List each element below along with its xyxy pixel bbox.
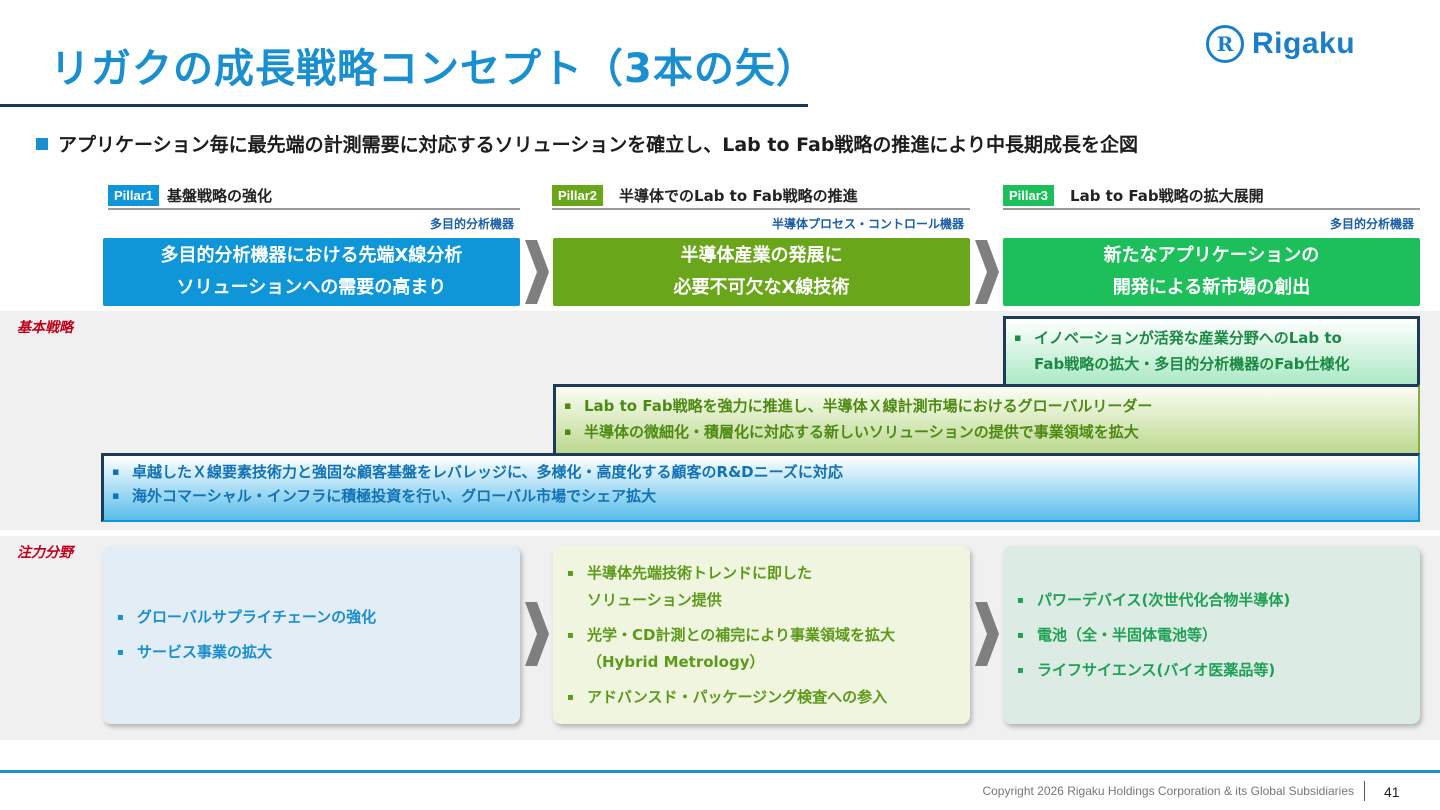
- page-number-divider: [1364, 781, 1365, 801]
- chevron-right-icon: [525, 602, 549, 666]
- pillar3-headline-box: 新たなアプリケーションの 開発による新市場の創出: [1003, 238, 1420, 306]
- rigaku-logo-mark: R: [1206, 25, 1244, 63]
- pillar3-title: Lab to Fab戦略の拡大展開: [1070, 187, 1264, 205]
- page-number: 41: [1384, 784, 1400, 800]
- pillar1-category: 多目的分析機器: [429, 217, 514, 231]
- focus-card-pillar1: ▪ グローバルサプライチェーンの強化 ▪ サービス事業の拡大: [103, 546, 520, 724]
- focus-p3-item2: 電池（全・半固体電池等）: [1037, 625, 1218, 644]
- pillar3-tag: Pillar3: [1003, 185, 1055, 206]
- focus-p2-item1-line2: ソリューション提供: [587, 590, 722, 609]
- pillar1-headline-box: 多目的分析機器における先端X線分析 ソリューションへの需要の高まり: [103, 238, 520, 306]
- strategy-p1-line1: 卓越したＸ線要素技術力と強固な顧客基盤をレバレッジに、多様化・高度化する顧客のR…: [132, 463, 843, 481]
- bullet-icon: ▪: [117, 612, 124, 623]
- focus-area-label: 注力分野: [17, 545, 73, 561]
- strategy-box-pillar2: ▪ Lab to Fab戦略を強力に推進し、半導体Ｘ線計測市場におけるグローバルリ…: [553, 384, 1420, 456]
- strategy-p3-line2: Fab戦略の拡大・多目的分析機器のFab仕様化: [1034, 355, 1350, 373]
- bullet-icon: ▪: [567, 691, 574, 703]
- focus-p2-item2: 光学・CD計測との補完により事業領域を拡大 （Hybrid Metrology）: [587, 622, 895, 676]
- bullet-icon: ▪: [1017, 629, 1024, 641]
- bullet-icon: ▪: [564, 399, 572, 412]
- bullet-icon: ▪: [564, 425, 572, 438]
- bullet-icon: ▪: [567, 567, 574, 579]
- bullet-icon: ▪: [112, 465, 120, 478]
- pillar3-headline-line1: 新たなアプリケーションの: [1103, 245, 1320, 266]
- strategy-p3-line1: イノベーションが活発な産業分野へのLab to: [1034, 329, 1342, 347]
- pillar1-title: 基盤戦略の強化: [167, 187, 273, 205]
- pillar2-title: 半導体でのLab to Fab戦略の推進: [619, 187, 858, 205]
- pillar2-tag: Pillar2: [552, 185, 604, 206]
- bullet-icon: ▪: [1014, 331, 1022, 344]
- pillar1-header: Pillar1 基盤戦略の強化: [108, 183, 520, 210]
- strategy-box-pillar3: ▪ イノベーションが活発な産業分野へのLab to Fab戦略の拡大・多目的分析機…: [1003, 316, 1420, 386]
- strategy-p2-line1: Lab to Fab戦略を強力に推進し、半導体Ｘ線計測市場におけるグローバルリー…: [584, 397, 1153, 415]
- focus-card-pillar2: ▪ 半導体先端技術トレンドに即したソリューション提供 ▪ 光学・CD計測との補完によ…: [553, 546, 970, 724]
- pillar2-headline-line2: 必要不可欠なX線技術: [673, 277, 850, 298]
- pillar3-headline-line2: 開発による新市場の創出: [1112, 277, 1311, 298]
- chevron-right-icon: [525, 240, 549, 304]
- pillar2-category: 半導体プロセス・コントロール機器: [771, 217, 964, 231]
- bullet-icon: ▪: [1017, 664, 1024, 676]
- strategy-p2-line2: 半導体の微細化・積層化に対応する新しいソリューションの提供で事業領域を拡大: [584, 423, 1139, 441]
- focus-p2-item2-line2: （Hybrid Metrology）: [587, 652, 765, 671]
- strategy-p3-text: イノベーションが活発な産業分野へのLab to Fab戦略の拡大・多目的分析機器の…: [1034, 325, 1349, 377]
- page-title: リガクの成長戦略コンセプト（3本の矢）: [50, 46, 817, 92]
- chevron-right-icon: [975, 240, 999, 304]
- lead-text: アプリケーション毎に最先端の計測需要に対応するソリューションを確立し、Lab t…: [58, 134, 1139, 156]
- bullet-icon: ▪: [567, 629, 574, 641]
- chevron-right-icon: [975, 602, 999, 666]
- pillar1-headline-line2: ソリューションへの需要の高まり: [176, 277, 447, 298]
- focus-p2-item2-line1: 光学・CD計測との補完により事業領域を拡大: [587, 625, 896, 644]
- focus-p1-item1: グローバルサプライチェーンの強化: [137, 608, 377, 626]
- focus-p2-item3: アドバンスド・パッケージング検査への参入: [587, 687, 888, 706]
- square-bullet-icon: [36, 137, 48, 150]
- bullet-icon: ▪: [1017, 594, 1024, 606]
- bullet-icon: ▪: [112, 489, 120, 502]
- copyright-text: Copyright 2026 Rigaku Holdings Corporati…: [982, 784, 1354, 798]
- pillar3-header: Pillar3 Lab to Fab戦略の拡大展開: [1003, 183, 1420, 210]
- focus-p3-item1: パワーデバイス(次世代化合物半導体): [1037, 590, 1291, 609]
- focus-card-pillar3: ▪ パワーデバイス(次世代化合物半導体) ▪ 電池（全・半固体電池等） ▪ ライフサイ…: [1003, 546, 1420, 724]
- pillar2-headline-box: 半導体産業の発展に 必要不可欠なX線技術: [553, 238, 970, 306]
- rigaku-logo: R Rigaku: [1206, 24, 1406, 64]
- pillar3-category: 多目的分析機器: [1329, 217, 1414, 231]
- footer-rule: [0, 770, 1440, 773]
- focus-p3-item3: ライフサイエンス(バイオ医薬品等): [1037, 660, 1276, 679]
- strategy-p1-line2: 海外コマーシャル・インフラに積極投資を行い、グローバル市場でシェア拡大: [132, 487, 657, 505]
- rigaku-logo-text: Rigaku: [1252, 27, 1356, 60]
- lead-statement: アプリケーション毎に最先端の計測需要に対応するソリューションを確立し、Lab t…: [36, 130, 1138, 157]
- pillar1-headline-line1: 多目的分析機器における先端X線分析: [160, 245, 463, 266]
- pillar2-headline-line1: 半導体産業の発展に: [680, 245, 843, 266]
- title-underline: [0, 104, 808, 107]
- bullet-icon: ▪: [117, 647, 124, 658]
- focus-p2-item1-line1: 半導体先端技術トレンドに即した: [587, 563, 813, 582]
- focus-p2-item1: 半導体先端技術トレンドに即したソリューション提供: [587, 560, 812, 614]
- basic-strategy-label: 基本戦略: [17, 320, 73, 336]
- pillar1-tag: Pillar1: [108, 185, 160, 206]
- strategy-box-pillar1: ▪ 卓越したＸ線要素技術力と強固な顧客基盤をレバレッジに、多様化・高度化する顧客の…: [101, 453, 1420, 522]
- pillar2-header: Pillar2 半導体でのLab to Fab戦略の推進: [552, 183, 970, 210]
- focus-p1-item2: サービス事業の拡大: [137, 643, 273, 661]
